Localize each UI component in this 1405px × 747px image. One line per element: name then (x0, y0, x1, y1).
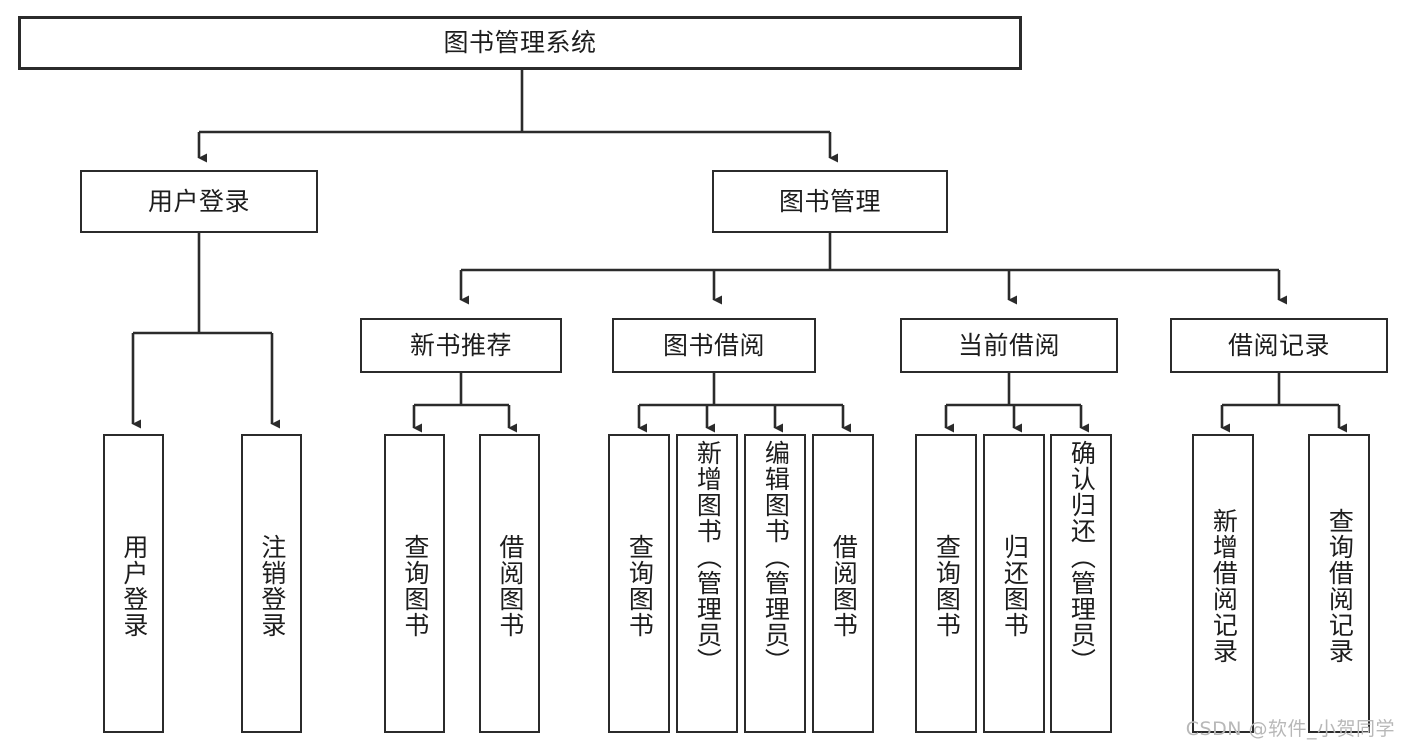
node-leaf-return-book[interactable]: 归还图书 (983, 434, 1045, 733)
node-new-book-recommend[interactable]: 新书推荐 (360, 318, 562, 373)
node-leaf-confirm-return[interactable]: 确认归还（管理员） (1050, 434, 1112, 733)
node-leaf-add-book-label: 新增图书（管理员） (693, 440, 723, 674)
node-leaf-query-book-3[interactable]: 查询图书 (915, 434, 977, 733)
node-current-borrow[interactable]: 当前借阅 (900, 318, 1118, 373)
node-root-label: 图书管理系统 (443, 28, 597, 58)
node-book-borrow-label: 图书借阅 (662, 330, 765, 360)
node-leaf-user-login[interactable]: 用户登录 (103, 434, 164, 733)
node-leaf-query-book-1-label: 查询图书 (400, 533, 430, 638)
node-leaf-query-book-2[interactable]: 查询图书 (608, 434, 670, 733)
node-leaf-confirm-return-label: 确认归还（管理员） (1067, 440, 1097, 674)
node-leaf-borrow-book-1-label: 借阅图书 (495, 533, 525, 638)
node-leaf-query-book-2-label: 查询图书 (625, 533, 655, 638)
node-leaf-edit-book-label: 编辑图书（管理员） (761, 440, 791, 674)
node-leaf-borrow-book-2-label: 借阅图书 (829, 533, 859, 638)
node-leaf-logout[interactable]: 注销登录 (241, 434, 302, 733)
node-leaf-add-record-label: 新增借阅记录 (1209, 507, 1239, 664)
node-book-manage-label: 图书管理 (778, 186, 881, 216)
node-new-book-recommend-label: 新书推荐 (409, 330, 512, 360)
node-leaf-edit-book[interactable]: 编辑图书（管理员） (744, 434, 806, 733)
node-leaf-logout-label: 注销登录 (257, 533, 287, 638)
node-book-borrow[interactable]: 图书借阅 (612, 318, 816, 373)
node-user-login-label: 用户登录 (147, 186, 250, 216)
node-leaf-query-book-1[interactable]: 查询图书 (384, 434, 445, 733)
node-leaf-query-record-label: 查询借阅记录 (1325, 507, 1355, 664)
node-leaf-borrow-book-1[interactable]: 借阅图书 (479, 434, 540, 733)
node-user-login[interactable]: 用户登录 (80, 170, 318, 233)
node-leaf-query-record[interactable]: 查询借阅记录 (1308, 434, 1370, 733)
node-book-manage[interactable]: 图书管理 (712, 170, 948, 233)
node-borrow-record[interactable]: 借阅记录 (1170, 318, 1388, 373)
node-leaf-add-book[interactable]: 新增图书（管理员） (676, 434, 738, 733)
node-root-book-management-system[interactable]: 图书管理系统 (18, 16, 1022, 70)
csdn-watermark: CSDN @软件_小贺同学 (1185, 718, 1395, 740)
node-borrow-record-label: 借阅记录 (1227, 330, 1330, 360)
node-leaf-query-book-3-label: 查询图书 (932, 533, 962, 638)
node-leaf-return-book-label: 归还图书 (1000, 533, 1030, 638)
node-current-borrow-label: 当前借阅 (957, 330, 1060, 360)
node-leaf-add-record[interactable]: 新增借阅记录 (1192, 434, 1254, 733)
node-leaf-user-login-label: 用户登录 (119, 533, 149, 638)
node-leaf-borrow-book-2[interactable]: 借阅图书 (812, 434, 874, 733)
